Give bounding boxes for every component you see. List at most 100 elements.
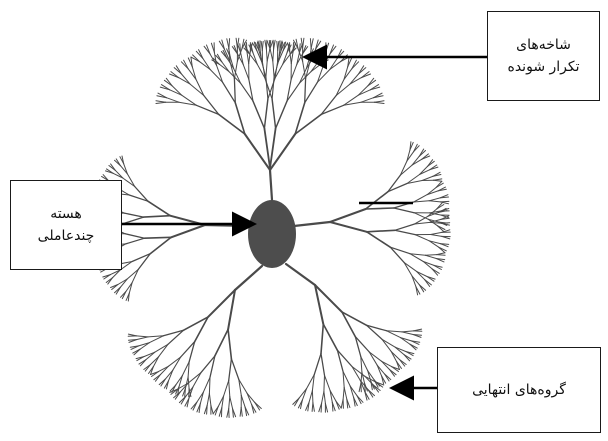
branch-line <box>110 284 119 288</box>
branch-line <box>282 42 289 51</box>
branch-line <box>360 73 371 79</box>
branch-line <box>329 45 337 55</box>
branch-line <box>358 67 367 75</box>
branch-line <box>150 356 160 365</box>
branch-line <box>261 40 264 51</box>
branch-line <box>221 61 230 73</box>
branch-line <box>419 165 428 175</box>
branch-line <box>175 65 182 75</box>
branch-line <box>403 262 413 277</box>
branch-line <box>296 52 300 65</box>
branch-line <box>424 254 438 256</box>
branch-line <box>185 376 189 389</box>
branch-line <box>353 396 356 407</box>
branch-line <box>422 261 433 270</box>
branch-line <box>396 361 400 370</box>
branch-line <box>256 50 263 62</box>
branch-line <box>360 371 363 384</box>
branch-line <box>311 402 314 412</box>
branch-line <box>428 197 441 202</box>
branch-line <box>224 48 231 62</box>
branch-line <box>274 100 288 130</box>
branch-line <box>418 150 426 157</box>
branch-line <box>368 351 378 366</box>
branch-line <box>182 316 209 332</box>
branch-line <box>349 77 362 85</box>
branch-line <box>399 160 408 176</box>
branch-line <box>393 207 415 214</box>
branch-line <box>367 370 375 381</box>
branch-line <box>290 51 294 64</box>
branch-line <box>170 71 180 79</box>
branch-line <box>400 337 411 345</box>
branch-line <box>406 151 414 162</box>
label-line-1: شاخه‌های <box>516 37 571 53</box>
branch-line <box>175 375 183 386</box>
label-line-1: هسته <box>50 206 82 222</box>
branch-line <box>427 208 438 217</box>
branch-line <box>228 396 231 410</box>
branch-line <box>321 391 325 404</box>
branch-line <box>406 173 421 185</box>
branch-line <box>246 392 253 405</box>
branch-line <box>135 356 145 360</box>
branch-line <box>343 66 349 80</box>
branch-line <box>356 395 362 405</box>
branch-line <box>427 218 440 223</box>
branch-line <box>109 269 121 276</box>
branch-line <box>373 379 379 388</box>
branch-line <box>376 364 382 377</box>
branch-line <box>390 351 400 360</box>
branch-line <box>301 388 307 401</box>
branch-line <box>216 53 223 63</box>
branch-line <box>331 401 334 412</box>
branch-line <box>249 54 258 65</box>
branch-line <box>188 386 194 399</box>
branch-line <box>229 396 233 409</box>
branch-line <box>172 356 182 371</box>
branch-line <box>411 275 420 286</box>
branch-line <box>119 278 128 288</box>
branch-line <box>422 261 435 266</box>
branch-line <box>416 271 428 277</box>
branch-line <box>190 401 198 410</box>
branch-line <box>411 155 420 166</box>
branch-line <box>428 200 441 203</box>
branch-line <box>251 404 255 414</box>
branch-line <box>413 200 430 203</box>
branch-line <box>329 61 341 70</box>
branch-line <box>342 370 345 389</box>
branch-line <box>318 402 323 413</box>
branch-line <box>203 404 208 415</box>
branch-line <box>119 165 128 175</box>
branch-line <box>189 83 205 97</box>
branch-line <box>358 382 362 393</box>
branch-line <box>336 349 344 372</box>
branch-line <box>428 240 441 245</box>
branch-line <box>187 376 190 389</box>
branch-line <box>244 406 248 417</box>
branch-line <box>266 48 271 62</box>
branch-line <box>419 169 431 175</box>
branch-line <box>357 89 371 96</box>
branch-line <box>297 399 303 409</box>
branch-line <box>400 337 412 342</box>
branch-line <box>354 335 370 353</box>
branch-line <box>165 77 173 87</box>
branch-line <box>152 356 160 368</box>
branch-line <box>115 158 121 167</box>
branch-line <box>360 97 374 103</box>
branch-line <box>349 73 359 85</box>
branch-line <box>271 98 277 130</box>
branch-line <box>341 311 357 338</box>
branch-line <box>429 221 442 224</box>
branch-line <box>414 215 429 225</box>
branch-line <box>403 354 411 362</box>
branch-line <box>110 163 116 171</box>
branch-line <box>429 218 442 223</box>
branch-line <box>158 343 169 358</box>
branch-line <box>341 311 368 327</box>
branch-line <box>394 229 416 236</box>
branch-line <box>381 338 392 353</box>
branch-line <box>439 201 450 205</box>
